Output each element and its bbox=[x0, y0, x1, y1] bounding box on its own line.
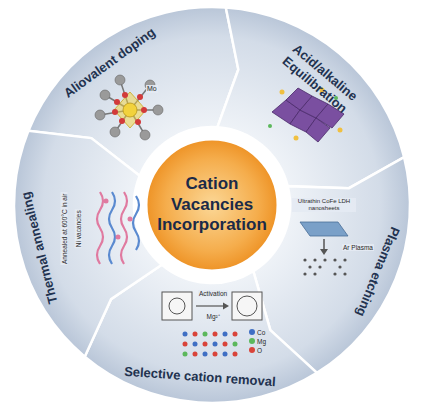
legend-text: Co bbox=[257, 329, 265, 336]
illustration-label: Ar Plasma bbox=[342, 244, 374, 251]
center-circle: Cation Vacancies Incorporation bbox=[144, 137, 280, 273]
segment-arrow bbox=[14, 131, 162, 357]
center-disc bbox=[146, 139, 278, 271]
legend-swatch bbox=[249, 338, 255, 344]
legend-text: Mg bbox=[257, 338, 266, 345]
legend-text: O bbox=[257, 347, 262, 354]
segment-arrow bbox=[85, 265, 317, 403]
segment-title: Selective cation removal bbox=[124, 364, 276, 390]
segment-title: Plasma etching bbox=[352, 225, 402, 319]
center-title: Cation Vacancies Incorporation bbox=[153, 174, 271, 235]
segment-title: Aliovalent doping bbox=[60, 24, 157, 101]
illustration-label: Mg²⁺ bbox=[206, 313, 221, 320]
illustration-label: Activation bbox=[198, 290, 228, 297]
segment-title: Thermal annealing bbox=[17, 190, 60, 305]
legend-swatch bbox=[249, 329, 255, 335]
illustration-label: Ultrathin CoFe LDH nanosheets bbox=[292, 198, 356, 212]
illustration-label: Ni vacancies bbox=[74, 209, 81, 248]
illustration-label: Mo bbox=[146, 85, 158, 93]
legend-swatch bbox=[249, 347, 255, 353]
illustration-label: Annealed at 600°C in air bbox=[60, 192, 67, 265]
